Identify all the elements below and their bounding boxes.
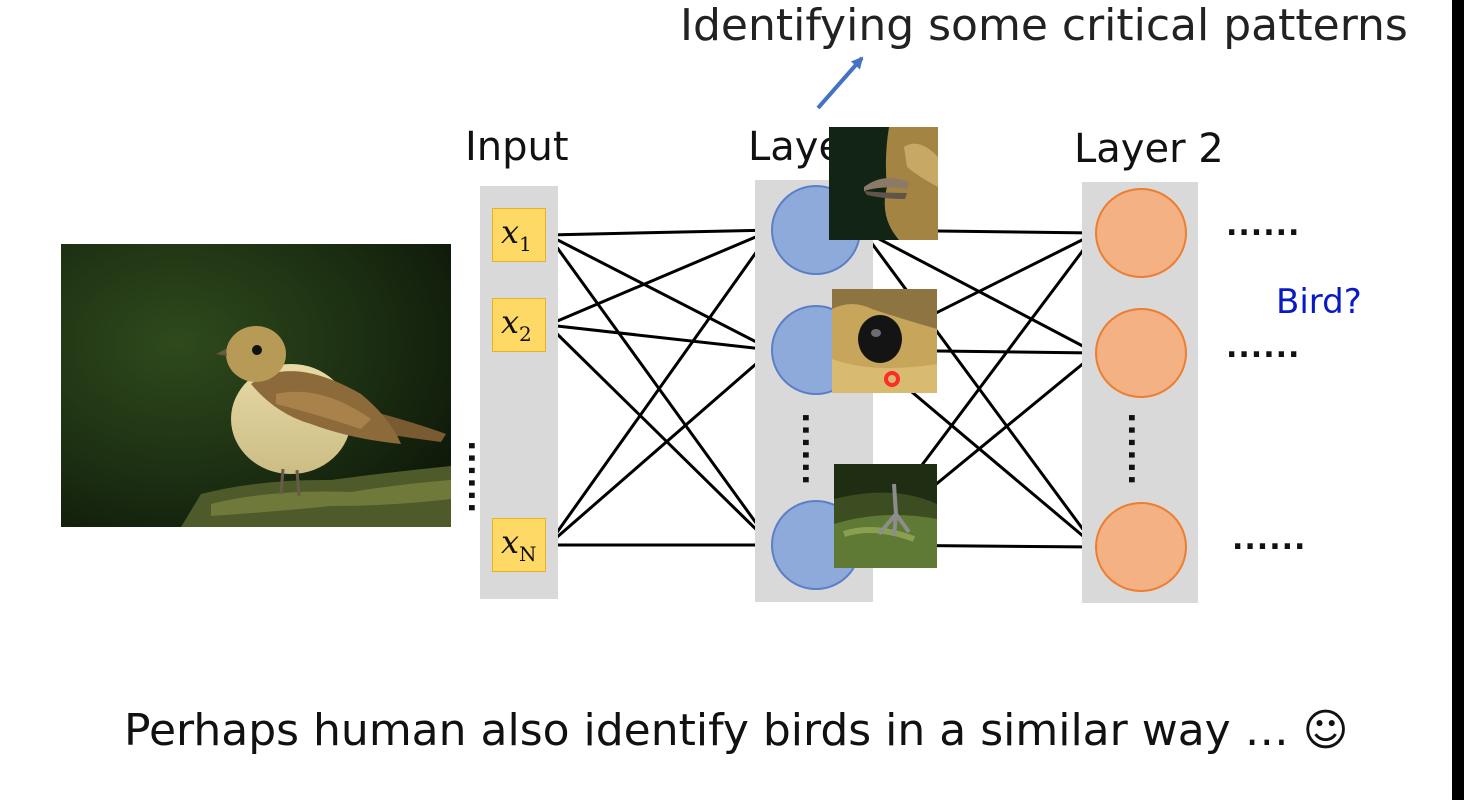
layer2-next-ellipsis-1: ...... — [1226, 208, 1301, 243]
layer2-label: Layer 2 — [1074, 126, 1224, 172]
input-var: x — [501, 213, 520, 251]
layer2-node-3 — [1095, 502, 1187, 592]
input-subscript: N — [519, 542, 537, 566]
right-edge-bar — [1452, 0, 1464, 800]
bottom-caption: Perhaps human also identify birds in a s… — [124, 705, 1349, 756]
input-node-x2: x2 — [492, 298, 546, 352]
layer2-node-2 — [1095, 308, 1187, 398]
input-to-layer1-edge — [547, 233, 773, 352]
input-to-layer1-edge — [546, 229, 774, 546]
input-node-x1: x1 — [492, 208, 546, 262]
bird-photo — [61, 244, 451, 527]
layer2-next-ellipsis-3: ...... — [1232, 522, 1307, 557]
layer2-next-ellipsis-2: ...... — [1226, 330, 1301, 365]
layer1-vertical-ellipsis: ...... — [795, 412, 830, 487]
input-vertical-ellipsis: ...... — [461, 440, 496, 515]
input-var: x — [501, 523, 520, 561]
input-subscript: 1 — [519, 232, 532, 256]
input-subscript: 2 — [519, 322, 532, 346]
pointer-arrow — [816, 56, 864, 110]
input-label: Input — [465, 124, 569, 170]
input-to-layer1-edge — [547, 225, 773, 237]
claw-patch — [834, 464, 937, 568]
bird-question-label: Bird? — [1276, 282, 1362, 322]
input-node-xN: xN — [492, 518, 546, 572]
beak-patch — [829, 127, 938, 240]
input-to-layer1-edge — [547, 228, 773, 327]
input-to-layer1-edge — [547, 323, 773, 354]
input-to-layer1-edge — [547, 348, 773, 547]
input-to-layer1-edge — [546, 323, 774, 547]
layer2-vertical-ellipsis: ...... — [1121, 412, 1156, 487]
input-var: x — [501, 303, 520, 341]
title: Identifying some critical patterns — [680, 0, 1408, 51]
layer2-node-1 — [1095, 188, 1187, 278]
eye-patch — [832, 289, 937, 393]
